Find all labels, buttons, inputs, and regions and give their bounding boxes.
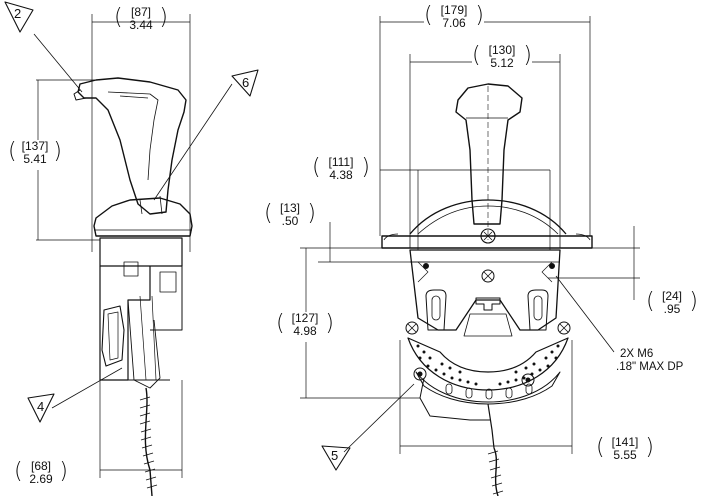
mounting-note-line1: 2X M6 bbox=[620, 348, 654, 360]
dim-width-side: () [87] 3.44 bbox=[114, 5, 168, 32]
dim-width-bottom-mm: [141] bbox=[611, 435, 639, 449]
callout-6-triangle bbox=[231, 69, 259, 97]
callout-2-triangle bbox=[4, 1, 34, 33]
dim-width-side-mm: [87] bbox=[130, 5, 151, 19]
dim-offset-in: .95 bbox=[663, 302, 681, 316]
dim-width-mid-mm: [111] bbox=[328, 155, 354, 169]
dim-width-side-in: 3.44 bbox=[129, 18, 153, 32]
callout-5: 5 bbox=[331, 448, 339, 463]
dim-width-handle-mm: [130] bbox=[488, 43, 516, 57]
dim-width-total: () [179] 7.06 bbox=[424, 3, 484, 34]
dim-flange-mm: [13] bbox=[279, 201, 300, 215]
dim-width-handle: () [130] 5.12 bbox=[472, 43, 532, 74]
dim-height-front-mm: [127] bbox=[291, 311, 319, 325]
dim-width-mid: () [111] 4.38 bbox=[312, 155, 370, 186]
callout-5-triangle bbox=[321, 445, 351, 471]
dim-offset: () [24] .95 bbox=[646, 289, 698, 316]
dim-width-bottom: () [141] 5.55 bbox=[596, 435, 654, 462]
dim-offset-mm: [24] bbox=[661, 289, 682, 303]
dim-width-mid-in: 4.38 bbox=[329, 168, 353, 182]
dim-width-bottom-in: 5.55 bbox=[613, 448, 637, 462]
callout-4: 4 bbox=[37, 399, 45, 414]
dim-depth-side-mm: [68] bbox=[30, 459, 51, 473]
dim-height-front-in: 4.98 bbox=[293, 324, 317, 338]
side-view bbox=[33, 14, 233, 496]
mounting-note-line2: .18" MAX DP bbox=[616, 361, 684, 373]
dim-height-side-mm: [137] bbox=[21, 139, 49, 153]
callout-4-triangle bbox=[27, 393, 55, 423]
dim-height-side: () [137] 5.41 bbox=[8, 139, 62, 170]
dim-flange-in: .50 bbox=[281, 214, 299, 228]
dim-width-handle-in: 5.12 bbox=[490, 56, 514, 70]
dim-depth-side: () [68] 2.69 bbox=[14, 459, 68, 486]
dim-height-front: () [127] 4.98 bbox=[276, 311, 334, 342]
dim-depth-side-in: 2.69 bbox=[29, 472, 53, 486]
mounting-note: 2X M6 .18" MAX DP bbox=[616, 348, 683, 374]
dim-flange: () [13] .50 bbox=[264, 201, 316, 228]
front-view bbox=[300, 16, 640, 496]
callout-6: 6 bbox=[242, 75, 250, 90]
dim-width-total-mm: [179] bbox=[440, 3, 468, 17]
dim-height-side-in: 5.41 bbox=[23, 152, 47, 166]
callout-2: 2 bbox=[14, 6, 22, 21]
dim-width-total-in: 7.06 bbox=[442, 16, 466, 30]
